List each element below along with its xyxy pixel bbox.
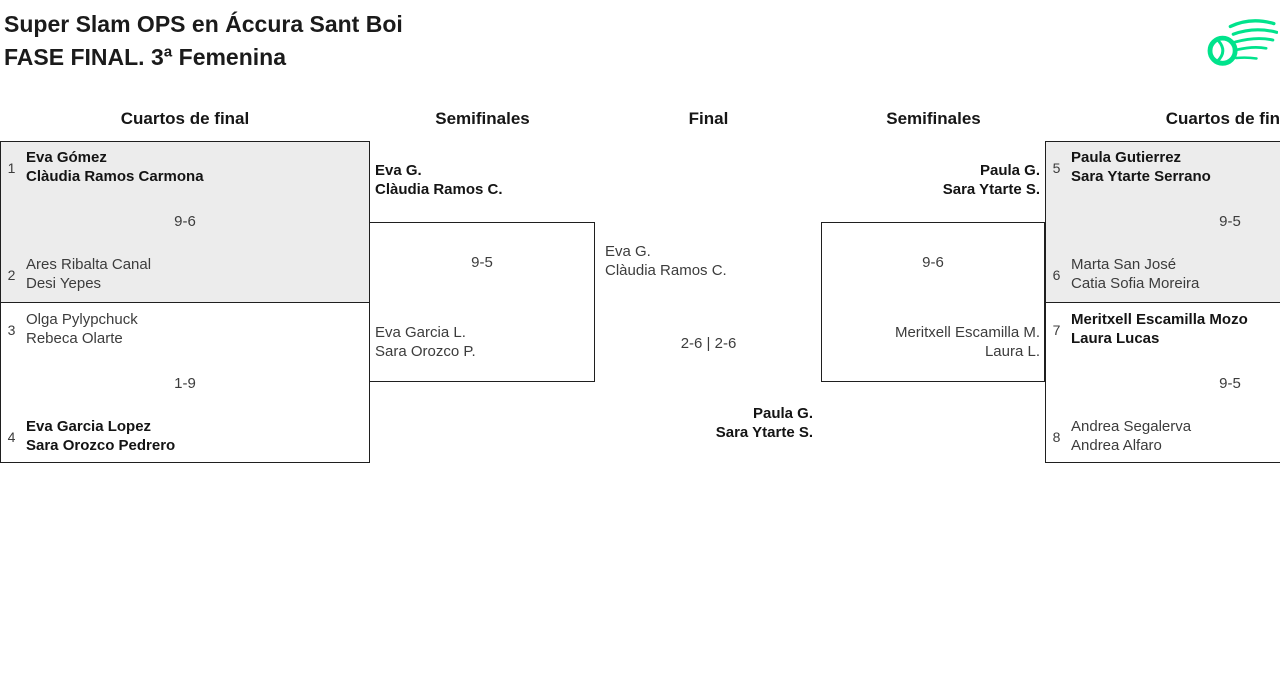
player-name: Laura Lucas xyxy=(1071,329,1160,347)
player-name: Andrea Segalerva xyxy=(1071,418,1192,435)
player-name: Clàudia Ramos C. xyxy=(605,261,727,279)
flying-tennis-ball-logo xyxy=(1202,12,1279,72)
player-name: Olga Pylypchuck xyxy=(26,311,138,328)
team-row: 3 Olga Pylypchuck Rebeca Olarte xyxy=(6,311,138,348)
player-name: Andrea Alfaro xyxy=(1071,436,1162,454)
seed-number: 7 xyxy=(1052,321,1061,338)
seed-number: 1 xyxy=(7,159,16,176)
team-row: 8 Andrea Segalerva Andrea Alfaro xyxy=(1051,418,1192,455)
team-row: 7 Meritxell Escamilla Mozo Laura Lucas xyxy=(1051,311,1248,348)
match-score: 1-9 xyxy=(174,375,196,392)
player-name: Clàudia Ramos Carmona xyxy=(26,167,204,185)
player-name: Sara Ytarte S. xyxy=(715,423,813,441)
player-name: Laura L. xyxy=(984,342,1040,360)
player-name: Paula G. xyxy=(979,162,1040,179)
player-name: Paula Gutierrez xyxy=(1071,149,1182,166)
player-name: Eva G. xyxy=(605,243,651,260)
round-header-quarterfinals-right: Cuartos de final xyxy=(1165,109,1280,128)
player-name: Sara Orozco P. xyxy=(375,342,476,360)
team-pair: Ares Ribalta Canal Desi Yepes xyxy=(26,256,151,293)
player-name: Rebeca Olarte xyxy=(26,329,123,347)
team-row: 6 Marta San José Catia Sofia Moreira xyxy=(1051,256,1200,293)
team-row: 4 Eva Garcia Lopez Sara Orozco Pedrero xyxy=(6,418,176,455)
match-box-sf-left xyxy=(369,222,595,382)
seed-number: 2 xyxy=(7,266,16,283)
team-row: 5 Paula Gutierrez Sara Ytarte Serrano xyxy=(1051,149,1211,186)
match-score: 9-5 xyxy=(471,254,493,271)
seed-number: 6 xyxy=(1052,266,1061,283)
match-box-qf-right-2 xyxy=(1045,302,1280,463)
match-box-qf-right-1 xyxy=(1045,141,1280,303)
team-pair: Olga Pylypchuck Rebeca Olarte xyxy=(26,311,138,348)
team-pair-sf-left-loser: Eva Garcia L. Sara Orozco P. xyxy=(375,324,476,361)
player-name: Meritxell Escamilla M. xyxy=(894,324,1040,341)
seed-number: 8 xyxy=(1052,428,1061,445)
match-score: 9-5 xyxy=(1219,213,1241,230)
round-header-quarterfinals-left: Cuartos de final xyxy=(120,109,250,128)
round-header-semifinals-right: Semifinales xyxy=(886,109,981,128)
player-name: Desi Yepes xyxy=(26,274,102,292)
team-pair-finalist-left: Eva G. Clàudia Ramos C. xyxy=(605,243,727,280)
seed-number: 3 xyxy=(7,321,16,338)
phase-category: FASE FINAL. 3ª Femenina xyxy=(4,44,287,70)
team-pair-sf-right-winner: Paula G. Sara Ytarte S. xyxy=(821,162,1040,199)
round-header-semifinals-left: Semifinales xyxy=(435,109,530,128)
player-name: Sara Orozco Pedrero xyxy=(26,436,176,454)
match-score: 9-6 xyxy=(174,213,196,230)
player-name: Clàudia Ramos C. xyxy=(375,180,503,198)
match-score: 9-5 xyxy=(1219,375,1241,392)
player-name: Eva Gómez xyxy=(26,149,107,166)
page-title: Super Slam OPS en Áccura Sant Boi FASE F… xyxy=(4,8,403,74)
match-box-sf-right xyxy=(821,222,1045,382)
player-name: Sara Ytarte Serrano xyxy=(1071,167,1211,185)
player-name: Eva Garcia L. xyxy=(375,324,466,341)
player-name: Eva Garcia Lopez xyxy=(26,418,152,435)
player-name: Ares Ribalta Canal xyxy=(26,256,152,273)
player-name: Sara Ytarte S. xyxy=(942,180,1040,198)
team-row: 1 Eva Gómez Clàudia Ramos Carmona xyxy=(6,149,204,186)
team-pair: Eva Gómez Clàudia Ramos Carmona xyxy=(26,149,204,186)
match-box-qf-left-2 xyxy=(0,302,370,463)
team-row: 2 Ares Ribalta Canal Desi Yepes xyxy=(6,256,151,293)
seed-number: 5 xyxy=(1052,159,1061,176)
team-pair: Meritxell Escamilla Mozo Laura Lucas xyxy=(1071,311,1248,348)
player-name: Catia Sofia Moreira xyxy=(1071,274,1200,292)
team-pair: Andrea Segalerva Andrea Alfaro xyxy=(1071,418,1191,455)
match-score: 9-6 xyxy=(922,254,944,271)
team-pair: Marta San José Catia Sofia Moreira xyxy=(1071,256,1199,293)
player-name: Eva G. xyxy=(375,162,422,179)
tournament-name: Super Slam OPS en Áccura Sant Boi xyxy=(4,11,403,37)
player-name: Paula G. xyxy=(752,405,813,422)
team-pair-sf-right-loser: Meritxell Escamilla M. Laura L. xyxy=(821,324,1040,361)
round-header-final: Final xyxy=(688,109,729,128)
final-score: 2-6 | 2-6 xyxy=(680,335,737,352)
seed-number: 4 xyxy=(7,428,16,445)
team-pair: Eva Garcia Lopez Sara Orozco Pedrero xyxy=(26,418,175,455)
player-name: Marta San José xyxy=(1071,256,1177,273)
player-name: Meritxell Escamilla Mozo xyxy=(1071,311,1248,328)
team-pair-champion: Paula G. Sara Ytarte S. xyxy=(595,405,813,442)
team-pair: Paula Gutierrez Sara Ytarte Serrano xyxy=(1071,149,1211,186)
team-pair-sf-left-winner: Eva G. Clàudia Ramos C. xyxy=(375,162,503,199)
